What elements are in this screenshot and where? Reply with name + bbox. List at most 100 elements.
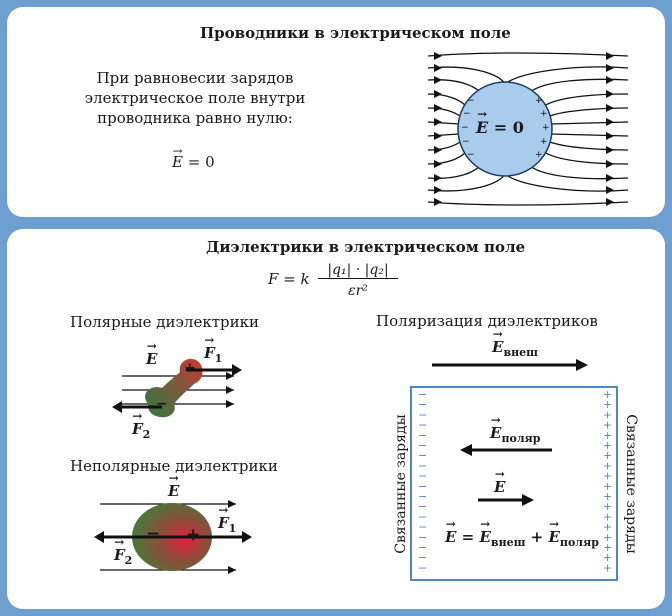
conductors-formula: E = 0 <box>172 152 215 172</box>
bound-minus-charge: − <box>418 510 427 523</box>
svg-text:+: + <box>535 150 543 160</box>
e-ext-label: Eвнеш <box>492 338 538 359</box>
polar-f1-sub: 1 <box>214 352 223 365</box>
bound-minus-charge: − <box>418 470 427 483</box>
svg-text:+: + <box>540 137 548 147</box>
polar-vector-f2: F <box>132 420 143 438</box>
bound-minus-charge: − <box>418 490 427 503</box>
bound-plus-charge: + <box>603 459 612 472</box>
nonpolar-f1-label: F1 <box>218 514 236 535</box>
bound-positive-charges: ++++++++++++++++++ <box>603 388 612 574</box>
bound-plus-charge: + <box>603 439 612 452</box>
conductor-sphere <box>457 81 553 177</box>
polar-f2-sub: 2 <box>142 428 151 441</box>
coulomb-lhs: F = k <box>268 270 310 288</box>
bound-plus-charge: + <box>603 541 612 554</box>
conductors-title: Проводники в электрическом поле <box>200 24 511 42</box>
nonpolar-f2-sub: 2 <box>124 554 133 567</box>
bound-plus-charge: + <box>603 398 612 411</box>
conductors-panel <box>7 7 665 217</box>
polar-field-label: E <box>146 350 157 368</box>
e-pol-vector: E <box>490 424 501 442</box>
e-ext-sub: внеш <box>503 346 538 359</box>
bound-charges-left-label: Связанные заряды <box>393 414 409 554</box>
bound-plus-charge: + <box>603 490 612 503</box>
sphere-label: E = 0 <box>476 118 524 137</box>
nonpolar-vector-f1: F <box>218 514 229 532</box>
bound-minus-charge: − <box>418 561 427 574</box>
polarization-heading: Поляризация диэлектриков <box>376 312 598 330</box>
e-pol-sub: поляр <box>501 432 541 445</box>
bound-plus-charge: + <box>603 551 612 564</box>
bound-minus-charge: − <box>418 480 427 493</box>
e-pol-label: Eполяр <box>490 424 540 445</box>
bound-minus-charge: − <box>418 429 427 442</box>
bound-minus-charge: − <box>418 521 427 534</box>
svg-text:−: − <box>461 123 469 133</box>
eq-sub-ext: внеш <box>490 536 526 549</box>
nonpolar-f2-label: F2 <box>114 546 132 567</box>
conductors-text-line-2: электрическое поле внутри <box>84 89 306 107</box>
e-result-vector: E <box>494 478 505 496</box>
bound-minus-charge: − <box>418 408 427 421</box>
nonpolar-heading: Неполярные диэлектрики <box>70 457 278 475</box>
polar-minus: − <box>156 396 168 412</box>
coulomb-denominator: εr² <box>348 283 368 299</box>
nonpolar-f1-sub: 1 <box>228 522 237 535</box>
sphere-vector-e: E <box>476 118 488 137</box>
polar-plus: + <box>184 360 196 376</box>
svg-text:−: − <box>467 150 475 160</box>
svg-text:−: − <box>463 109 471 119</box>
nonpolar-plus: + <box>186 525 201 545</box>
e-result-label: E <box>494 478 505 496</box>
nonpolar-f2-arrow <box>94 531 104 543</box>
formula-vector-e: E <box>172 152 183 172</box>
nonpolar-minus: − <box>146 524 161 544</box>
superposition-equation: E = Eвнеш + Eполяр <box>445 528 599 549</box>
polar-molecule <box>145 358 203 418</box>
bound-plus-charge: + <box>603 419 612 432</box>
bound-minus-charge: − <box>418 388 427 401</box>
eq-vector-e: E <box>445 528 456 546</box>
conductors-text: При равновесии зарядов электрическое пол… <box>60 68 330 128</box>
bound-minus-charge: − <box>418 551 427 564</box>
bound-plus-charge: + <box>603 521 612 534</box>
polar-vector-e: E <box>146 350 157 368</box>
polar-f1-label: F1 <box>204 344 222 365</box>
eq-vector-e-pol: E <box>548 528 559 546</box>
svg-text:+: + <box>535 96 543 106</box>
bound-plus-charge: + <box>603 429 612 442</box>
nonpolar-vector-f2: F <box>114 546 125 564</box>
bound-charges-right-label: Связанные заряды <box>623 414 639 554</box>
sphere-equals-zero: = 0 <box>493 118 524 137</box>
bound-minus-charge: − <box>418 541 427 554</box>
e-ext-vector: E <box>492 338 503 356</box>
bound-negative-charges: −−−−−−−−−−−−−−−−−− <box>418 388 427 574</box>
eq-sub-pol: поляр <box>559 536 599 549</box>
nonpolar-field-label: E <box>168 482 179 500</box>
polar-f2-label: F2 <box>132 420 150 441</box>
bound-plus-charge: + <box>603 470 612 483</box>
svg-text:+: + <box>540 109 548 119</box>
bound-plus-charge: + <box>603 561 612 574</box>
eq-plus: + <box>530 528 544 546</box>
bound-minus-charge: − <box>418 398 427 411</box>
bound-plus-charge: + <box>603 510 612 523</box>
dielectrics-title: Диэлектрики в электрическом поле <box>206 238 526 256</box>
polar-vector-f1: F <box>204 344 215 362</box>
bound-minus-charge: − <box>418 439 427 452</box>
conductors-text-line-1: При равновесии зарядов <box>96 69 294 87</box>
dielectric-slab <box>410 386 618 581</box>
eq-equals: = <box>461 528 475 546</box>
nonpolar-f1-arrow <box>242 531 252 543</box>
bound-plus-charge: + <box>603 408 612 421</box>
svg-text:−: − <box>467 96 475 106</box>
bound-plus-charge: + <box>603 531 612 544</box>
coulomb-numerator: |q₁| · |q₂| <box>318 262 398 279</box>
nonpolar-vector-e: E <box>168 482 179 500</box>
bound-minus-charge: − <box>418 459 427 472</box>
eq-vector-e-ext: E <box>479 528 490 546</box>
